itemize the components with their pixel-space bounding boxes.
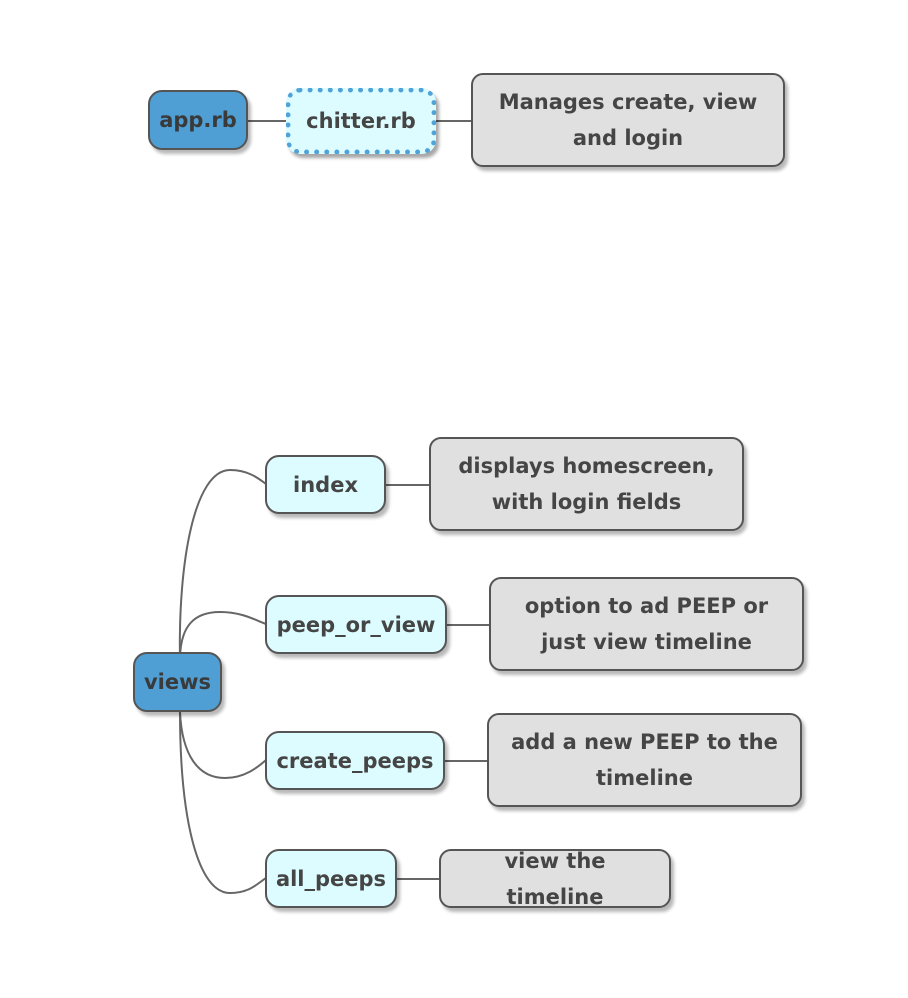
note-index[interactable]: displays homescreen, with login fields xyxy=(429,437,744,531)
note-create-peeps[interactable]: add a new PEEP to the timeline xyxy=(487,713,802,807)
connector-views-all_peeps xyxy=(179,711,267,895)
node-views[interactable]: views xyxy=(133,652,222,712)
connector-views-peep_or_view xyxy=(179,610,267,661)
note-all-peeps[interactable]: view the timeline xyxy=(439,849,671,909)
note-chitter-rb[interactable]: Manages create, view and login xyxy=(471,73,785,167)
node-all-peeps[interactable]: all_peeps xyxy=(265,849,397,908)
node-peep-or-view[interactable]: peep_or_view xyxy=(265,595,447,654)
node-chitter-rb[interactable]: chitter.rb xyxy=(286,88,436,154)
node-app-rb[interactable]: app.rb xyxy=(148,90,248,150)
node-create-peeps[interactable]: create_peeps xyxy=(265,731,445,790)
connector-views-index xyxy=(178,468,267,661)
connector-views-create_peeps xyxy=(179,711,267,780)
note-peep-or-view[interactable]: option to ad PEEP or just view timeline xyxy=(489,577,804,671)
node-index[interactable]: index xyxy=(265,455,386,514)
